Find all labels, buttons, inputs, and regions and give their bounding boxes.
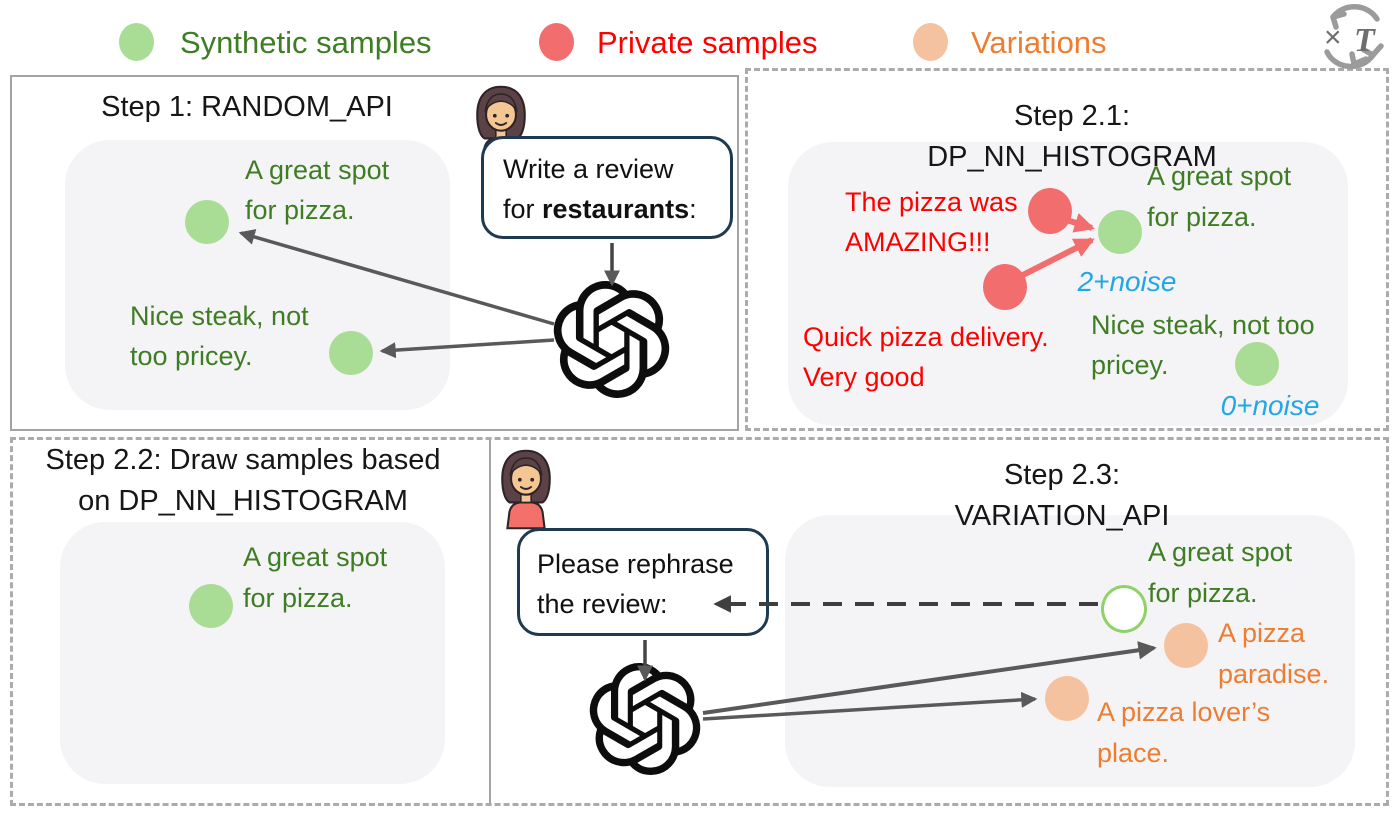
openai-logo-icon xyxy=(589,663,701,775)
private-sample-text: Quick pizza delivery. Very good xyxy=(803,322,1049,392)
repeat-times-glyph: × xyxy=(1324,21,1342,54)
synthetic-sample-text: Nice steak, not too pricey. xyxy=(1091,310,1315,380)
prompt-line1: Write a review xyxy=(503,154,674,184)
histogram-count-label: 0+noise xyxy=(1220,390,1320,421)
user-avatar-icon xyxy=(501,449,551,530)
synthetic-sample-dot xyxy=(1098,210,1142,254)
variation-prompt-text: Please rephrase the review: xyxy=(537,549,734,619)
title-step21: Step 2.1: DP_NN_HISTOGRAM xyxy=(927,100,1217,173)
title-step1: Step 1: RANDOM_API xyxy=(101,91,393,123)
openai-logo-icon xyxy=(553,281,670,398)
variation-sample-text: A pizza lover’s place. xyxy=(1097,697,1271,768)
legend-label-private: Private samples xyxy=(597,25,818,60)
legend-dot-synthetic xyxy=(119,23,154,61)
legend-dot-private xyxy=(539,23,574,61)
private-sample-dot xyxy=(1028,188,1072,234)
sample-space-step22 xyxy=(60,522,445,784)
prompt-speech-bubble: Write a review for restaurants: xyxy=(481,136,733,239)
synthetic-sample-text: Nice steak, not too pricey. xyxy=(130,301,309,371)
legend-dot-variations xyxy=(913,23,948,61)
variation-sample-text: A pizza paradise. xyxy=(1218,618,1330,689)
histogram-count-label: 2+noise xyxy=(1077,266,1177,297)
prompt-line2: for restaurants: xyxy=(503,194,697,224)
synthetic-sample-text: A great spot for pizza. xyxy=(245,155,390,225)
synthetic-sample-dot xyxy=(189,584,233,628)
title-step22: Step 2.2: Draw samples based on DP_NN_HI… xyxy=(45,444,441,517)
legend-label-synthetic: Synthetic samples xyxy=(180,25,432,60)
synthetic-sample-dot xyxy=(1235,342,1279,386)
variation-prompt-speech-bubble: Please rephrase the review: xyxy=(517,528,769,636)
synthetic-sample-dot xyxy=(329,331,373,375)
selected-sample-outline-dot xyxy=(1101,585,1147,633)
synthetic-sample-dot xyxy=(185,200,229,244)
panel-divider-line xyxy=(489,440,491,804)
synthetic-sample-text: A great spot for pizza. xyxy=(243,542,388,613)
variation-sample-dot xyxy=(1164,623,1208,668)
private-sample-dot xyxy=(983,264,1027,310)
synthetic-sample-text: A great spot for pizza. xyxy=(1148,537,1293,608)
synthetic-sample-text: A great spot for pizza. xyxy=(1147,161,1292,232)
variation-sample-dot xyxy=(1045,676,1089,721)
legend-label-variations: Variations xyxy=(971,25,1107,60)
private-sample-text: The pizza was AMAZING!!! xyxy=(845,187,1018,257)
repeat-T-glyph: T xyxy=(1354,22,1376,59)
title-step23: Step 2.3: VARIATION_API xyxy=(954,459,1170,532)
repeat-cycle-icon: × T xyxy=(1324,3,1384,70)
